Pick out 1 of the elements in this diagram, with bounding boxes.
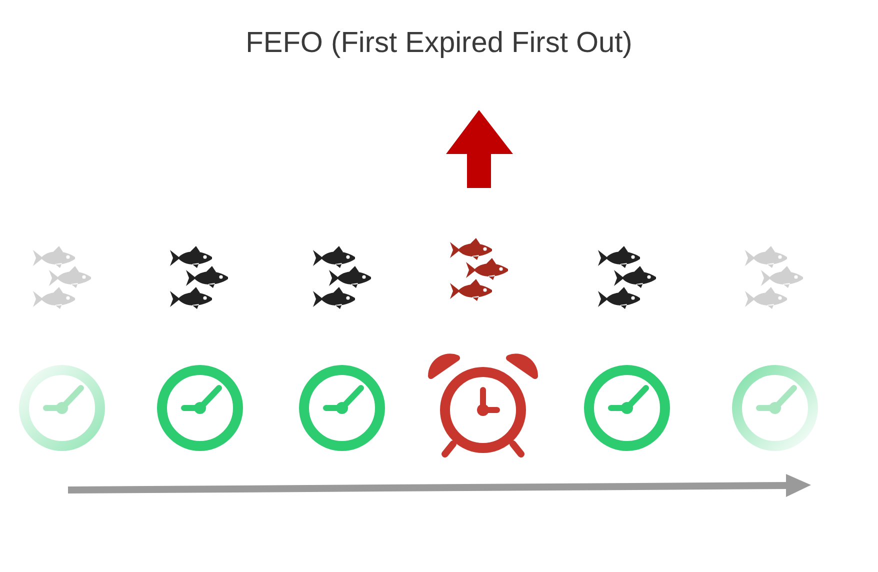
title: FEFO (First Expired First Out) — [244, 27, 634, 60]
